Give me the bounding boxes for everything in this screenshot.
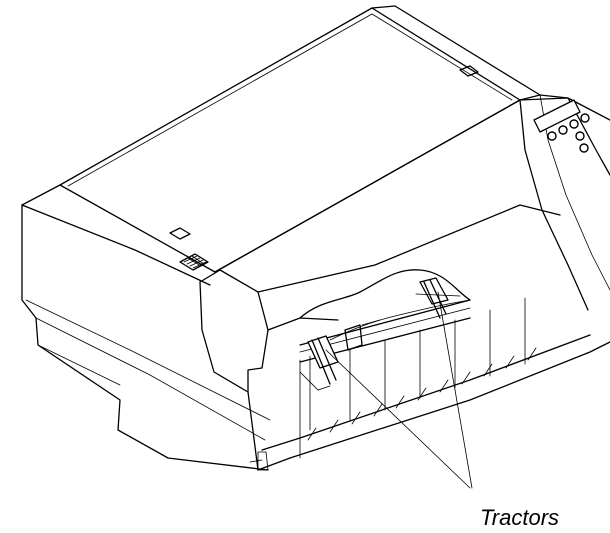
control-button-4[interactable] xyxy=(580,113,590,123)
callout-leaders xyxy=(325,291,473,489)
vent-grill xyxy=(179,253,209,271)
right-tractor xyxy=(415,277,461,319)
control-button-5[interactable] xyxy=(575,131,585,141)
printer-body xyxy=(21,5,610,471)
left-tractor xyxy=(299,335,339,391)
control-button-1[interactable] xyxy=(547,131,557,141)
lcd-display xyxy=(533,99,581,133)
callout-label-tractors: Tractors xyxy=(480,505,559,530)
control-button-6[interactable] xyxy=(579,143,589,153)
control-panel xyxy=(533,99,590,153)
control-button-3[interactable] xyxy=(569,119,579,129)
control-button-2[interactable] xyxy=(558,125,568,135)
